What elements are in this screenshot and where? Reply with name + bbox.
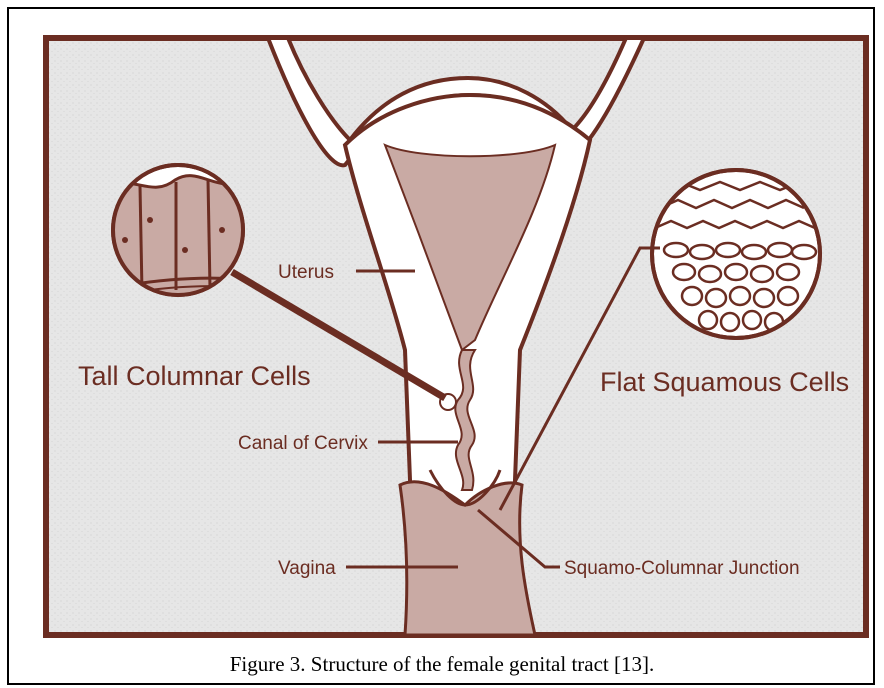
label-uterus: Uterus: [278, 262, 334, 283]
label-flat-squamous-cells: Flat Squamous Cells: [600, 367, 849, 397]
label-tall-columnar-cells: Tall Columnar Cells: [78, 361, 311, 391]
label-squamo-columnar-junction: Squamo-Columnar Junction: [564, 558, 800, 579]
flat-squamous-cells-inset: [652, 170, 820, 338]
label-vagina: Vagina: [278, 558, 336, 579]
label-canal-of-cervix: Canal of Cervix: [238, 433, 368, 454]
figure-caption: Figure 3. Structure of the female genita…: [0, 652, 884, 677]
